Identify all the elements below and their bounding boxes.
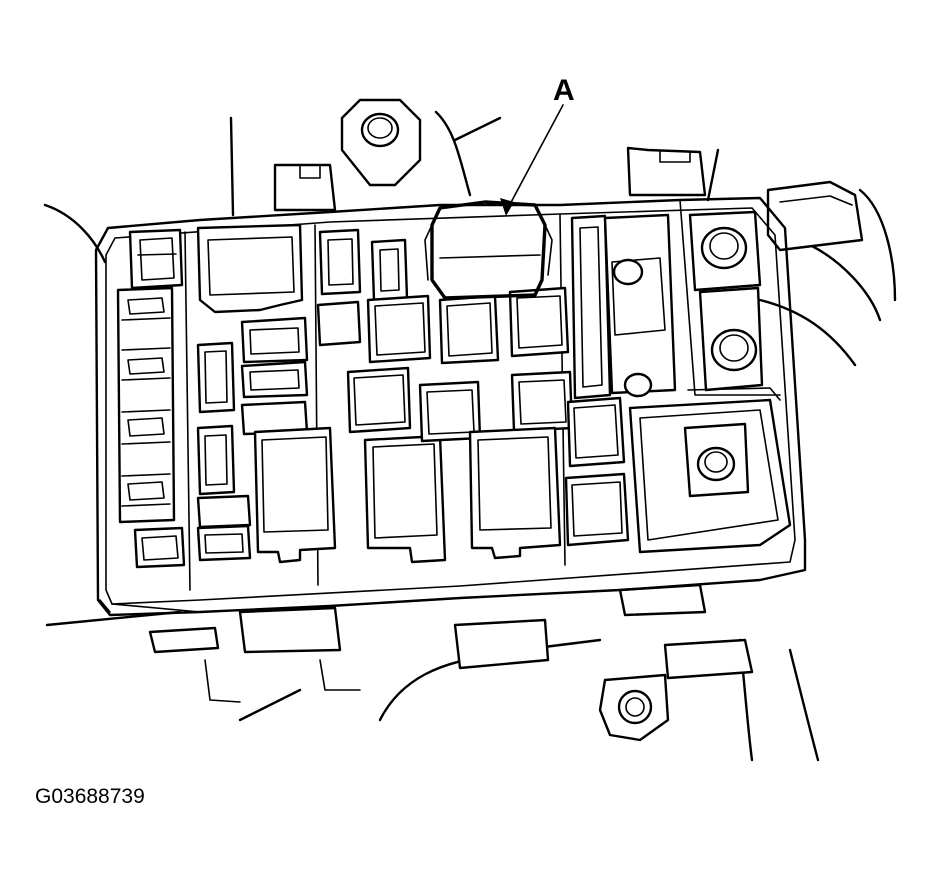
relay-group-center	[418, 286, 574, 560]
callout-leader	[507, 104, 564, 209]
right-section	[564, 210, 792, 554]
callout-label-a: A	[553, 74, 575, 107]
relay-group-left	[253, 228, 447, 564]
background-harness	[43, 98, 897, 762]
left-fuse-column	[116, 228, 186, 569]
figure-id: G03688739	[35, 785, 145, 808]
callout-arrowhead	[500, 198, 514, 216]
second-column	[196, 223, 309, 562]
